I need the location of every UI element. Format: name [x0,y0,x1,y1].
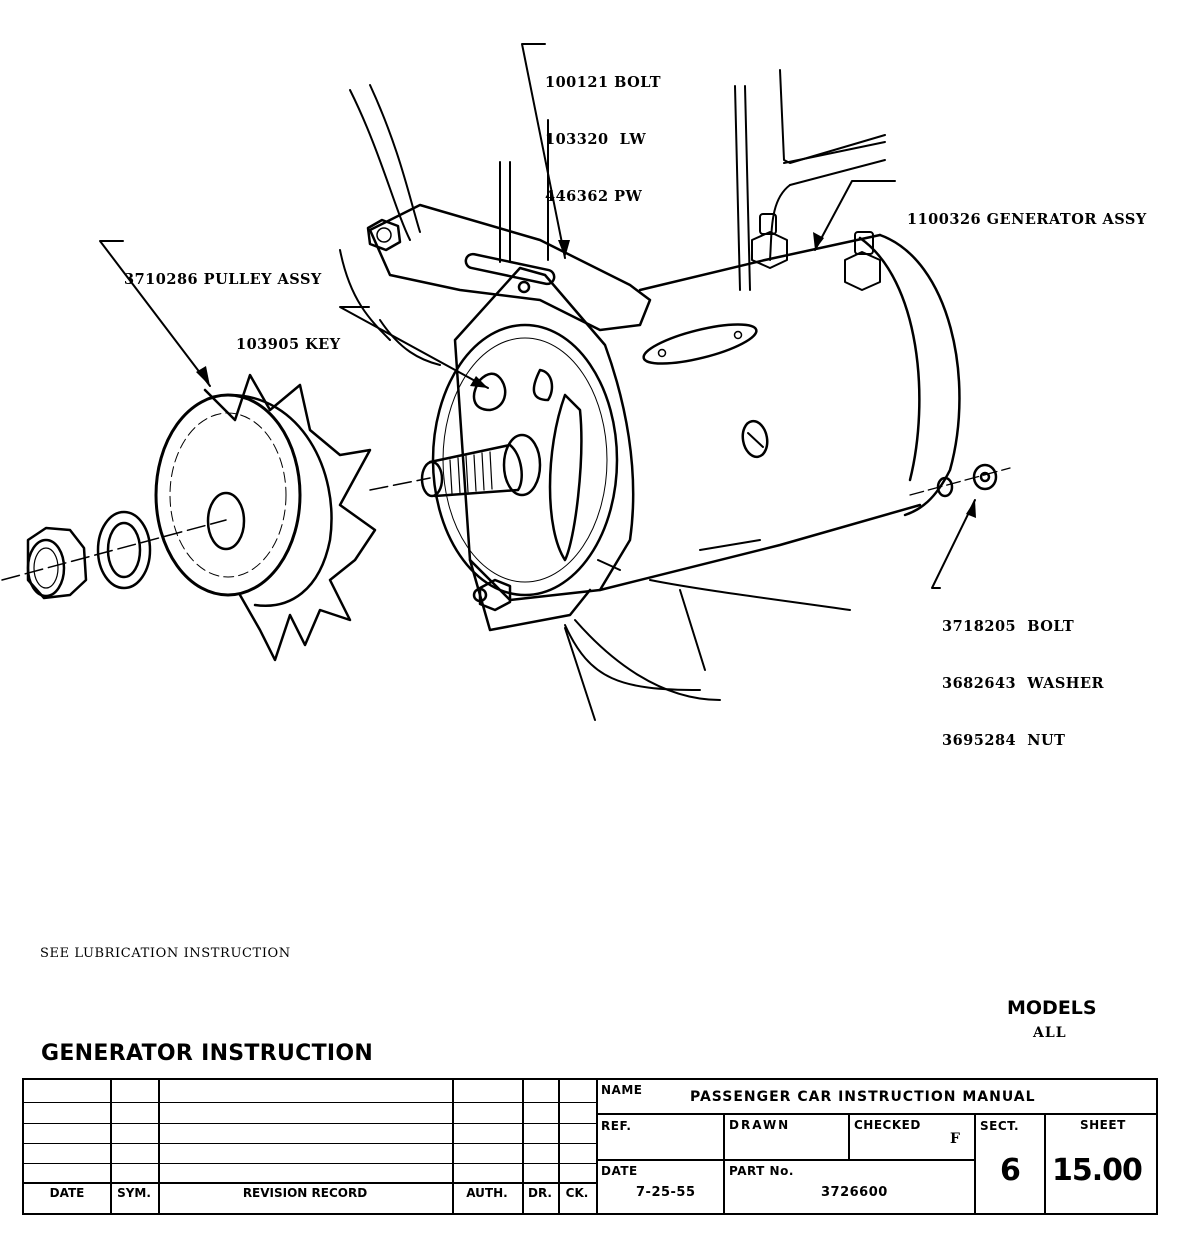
part-number-label: PART No. [729,1164,794,1178]
title-block: DATE SYM. REVISION RECORD AUTH. DR. CK. … [22,1078,1158,1215]
sheet-field: SHEET 15.00 [1046,1115,1156,1213]
revision-header-date: DATE [49,1186,85,1200]
column-divider [522,1080,524,1213]
callout-line: 3718205 BOLT [942,618,1075,635]
engine-background-lines [339,69,886,721]
revision-header-sym: SYM. [117,1186,151,1200]
leader-arrowheads [196,232,976,518]
pulley-fan [154,373,377,662]
models-label: MODELS [1007,997,1097,1019]
callout-line: 100121 BOLT [545,74,662,91]
column-divider [110,1080,112,1213]
checked-field: CHECKED F [850,1115,976,1161]
column-divider [158,1080,160,1213]
revision-header-record: REVISION RECORD [242,1186,368,1200]
callout-line: 1100326 GENERATOR ASSY [907,211,1147,228]
document-title: GENERATOR INSTRUCTION [41,1041,374,1066]
sheet-value: 15.00 [1052,1153,1143,1188]
column-divider [452,1080,454,1213]
name-field: NAME PASSENGER CAR INSTRUCTION MANUAL [598,1080,1158,1115]
section-label: SECT. [980,1119,1020,1133]
revision-header-ck: CK. [565,1186,589,1200]
column-divider [558,1080,560,1213]
callout-generator-assy: 1100326 GENERATOR ASSY [907,172,1147,248]
checked-label: CHECKED [854,1118,921,1132]
drawn-label: DRAWN [729,1118,791,1132]
models-value: ALL [1033,1025,1067,1041]
adjusting-brace [366,203,652,332]
callout-line: 103905 KEY [236,336,341,353]
shaft-centerline [1,477,431,581]
revision-row [24,1143,596,1144]
callout-bolt-top: 100121 BOLT 103320 LW 446362 PW [545,35,661,225]
ref-label: REF. [601,1119,632,1133]
revision-header-dr: DR. [528,1186,552,1200]
callout-line: 103320 LW [545,131,647,148]
name-value: PASSENGER CAR INSTRUCTION MANUAL [690,1089,1036,1105]
callout-line: 446362 PW [545,188,643,205]
lower-mount-hardware [468,463,1011,632]
part-number-field: PART No. 3726600 [725,1161,976,1213]
revision-row [24,1102,596,1103]
callout-key: 103905 KEY [236,297,341,373]
name-label: NAME [601,1083,643,1097]
date-value: 7-25-55 [636,1185,696,1200]
revision-header-auth: AUTH. [466,1186,508,1200]
pulley-lock-washer [96,510,152,590]
date-field: DATE 7-25-55 [598,1161,725,1213]
leader-lines [99,43,976,589]
callout-bolt-bottom: 3718205 BOLT 3682643 WASHER 3695284 NUT [942,579,1104,769]
date-label: DATE [601,1164,638,1178]
revision-header-divider [24,1182,596,1184]
callout-line: 3695284 NUT [942,732,1066,749]
callout-line: 3682643 WASHER [942,675,1105,692]
armature-shaft [420,433,542,498]
generator-housing [431,213,961,602]
callout-line: 3710286 PULLEY ASSY [124,271,322,288]
revision-row [24,1123,596,1124]
pulley-nut [26,526,88,600]
sheet-label: SHEET [1080,1118,1126,1132]
part-number-value: 3726600 [821,1185,888,1200]
section-field: SECT. 6 [976,1115,1046,1213]
column-divider [596,1080,598,1213]
lubrication-note: SEE LUBRICATION INSTRUCTION [40,946,291,961]
section-value: 6 [1000,1153,1022,1188]
revision-row [24,1163,596,1164]
callout-pulley-assy: 3710286 PULLEY ASSY [124,232,322,308]
revision-record-table: DATE SYM. REVISION RECORD AUTH. DR. CK. [24,1080,598,1213]
drawn-field: DRAWN [725,1115,850,1161]
checked-value: F [950,1131,961,1147]
ref-field: REF. [598,1115,725,1161]
